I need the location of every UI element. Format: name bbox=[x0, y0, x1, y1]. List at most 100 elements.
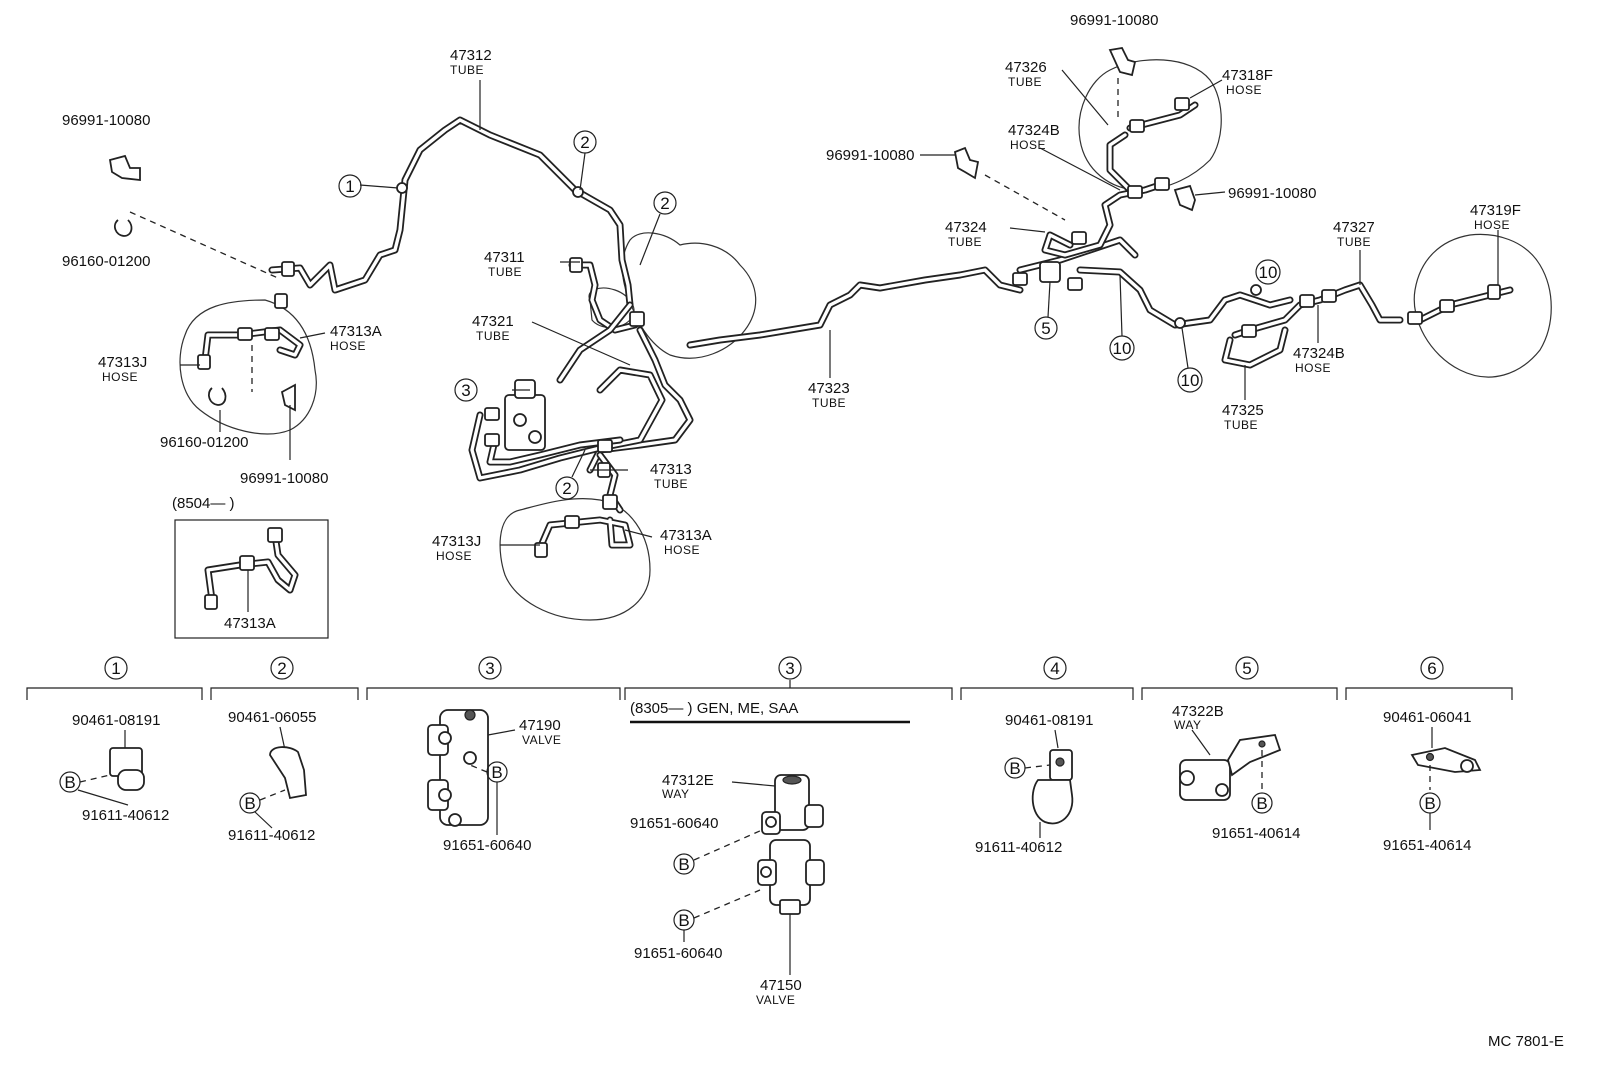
detail-4-top: 90461-08191 bbox=[1005, 712, 1093, 729]
detail-3-bottom: 91651-60640 bbox=[443, 837, 531, 854]
detail-3b-valve: 47150 bbox=[760, 977, 802, 994]
label-47311: 47311 bbox=[484, 249, 525, 266]
detail-6-b: B bbox=[1424, 794, 1435, 813]
front-right-wheel-outline bbox=[499, 498, 651, 621]
label-47313a-mid-type: HOSE bbox=[664, 543, 700, 557]
detail-5-way-type: WAY bbox=[1174, 718, 1202, 732]
detail-3-num: 3 bbox=[485, 659, 494, 678]
label-96160-bottom: 96160-01200 bbox=[160, 434, 248, 451]
label-47319f: 47319F bbox=[1470, 202, 1521, 219]
label-47313j-mid: 47313J bbox=[432, 533, 481, 550]
label-47313j-left: 47313J bbox=[98, 354, 147, 371]
detail-3b-bolt2: 91651-60640 bbox=[634, 945, 722, 962]
detail-3b-way-type: WAY bbox=[662, 787, 690, 801]
label-47318f: 47318F bbox=[1222, 67, 1273, 84]
detail-3b-b2: B bbox=[678, 911, 689, 930]
detail-3b-way: 47312E bbox=[662, 772, 714, 789]
label-96991-top-right: 96991-10080 bbox=[1070, 12, 1158, 29]
inset-range: (8504— ) bbox=[172, 495, 235, 512]
callout-10a: 10 bbox=[1113, 339, 1132, 358]
detail-3-valve: 47190 bbox=[519, 717, 561, 734]
inset-part-label: 47313A bbox=[224, 615, 276, 632]
detail-3b-range: (8305— ) GEN, ME, SAA bbox=[630, 700, 798, 717]
label-47325-type: TUBE bbox=[1224, 418, 1258, 432]
detail-4-bottom: 91611-40612 bbox=[975, 839, 1062, 856]
label-96991-top-left: 96991-10080 bbox=[62, 112, 150, 129]
detail-3b-valve-type: VALVE bbox=[756, 993, 795, 1007]
label-47325: 47325 bbox=[1222, 402, 1264, 419]
label-47313: 47313 bbox=[650, 461, 692, 478]
detail-3b-num: 3 bbox=[785, 659, 794, 678]
label-47324b-top-type: HOSE bbox=[1010, 138, 1046, 152]
detail-1-top: 90461-08191 bbox=[72, 712, 160, 729]
detail-5-bottom: 91651-40614 bbox=[1212, 825, 1300, 842]
label-47323: 47323 bbox=[808, 380, 850, 397]
figure-code: MC 7801-E bbox=[1488, 1033, 1564, 1050]
detail-3-valve-type: VALVE bbox=[522, 733, 561, 747]
tube-network bbox=[201, 101, 1514, 552]
label-47324b-top: 47324B bbox=[1008, 122, 1060, 139]
label-47313j-left-type: HOSE bbox=[102, 370, 138, 384]
detail-2-b: B bbox=[244, 794, 255, 813]
detail-3b-bolt1: 91651-60640 bbox=[630, 815, 718, 832]
dashed-leaders bbox=[129, 78, 1119, 392]
label-96991-mid-left: 96991-10080 bbox=[826, 147, 914, 164]
callout-2c: 2 bbox=[562, 479, 571, 498]
detail-brackets bbox=[26, 687, 1513, 700]
label-47326-type: TUBE bbox=[1008, 75, 1042, 89]
detail-3-b: B bbox=[491, 763, 502, 782]
detail-1-bottom: 91611-40612 bbox=[82, 807, 169, 824]
front-left-wheel-outline bbox=[179, 299, 317, 435]
detail-4-b: B bbox=[1009, 759, 1020, 778]
callout-3: 3 bbox=[461, 381, 470, 400]
callout-2a: 2 bbox=[580, 133, 589, 152]
label-96991-left-bottom: 96991-10080 bbox=[240, 470, 328, 487]
label-47313-type: TUBE bbox=[654, 477, 688, 491]
label-47326: 47326 bbox=[1005, 59, 1047, 76]
detail-3b: 3 (8305— ) GEN, ME, SAA 47312E WAY 91651… bbox=[630, 656, 910, 1007]
label-47327: 47327 bbox=[1333, 219, 1375, 236]
label-47311-type: TUBE bbox=[488, 265, 522, 279]
label-47312: 47312 bbox=[450, 47, 492, 64]
label-47324-type: TUBE bbox=[948, 235, 982, 249]
label-47313j-mid-type: HOSE bbox=[436, 549, 472, 563]
detail-6-top: 90461-06041 bbox=[1383, 709, 1471, 726]
detail-5-way: 47322B bbox=[1172, 703, 1224, 720]
label-47324b-bottom: 47324B bbox=[1293, 345, 1345, 362]
part-labels: 96991-10080 96160-01200 47312 TUBE 47313… bbox=[62, 12, 1521, 563]
detail-5-num: 5 bbox=[1242, 659, 1251, 678]
detail-1-b: B bbox=[64, 773, 75, 792]
detail-3: 3 47190 VALVE B 91651-60640 bbox=[427, 656, 561, 854]
label-47321: 47321 bbox=[472, 313, 514, 330]
proportioning-valve-assembly bbox=[484, 379, 546, 451]
label-47324b-bottom-type: HOSE bbox=[1295, 361, 1331, 375]
detail-2: 2 90461-06055 B 91611-40612 bbox=[228, 656, 316, 844]
detail-6: 6 90461-06041 B 91651-40614 bbox=[1383, 656, 1482, 854]
label-47319f-type: HOSE bbox=[1474, 218, 1510, 232]
detail-3b-b1: B bbox=[678, 855, 689, 874]
label-47321-type: TUBE bbox=[476, 329, 510, 343]
clip-icons bbox=[108, 47, 1196, 412]
callout-10c: 10 bbox=[1259, 263, 1278, 282]
label-96991-mid-right: 96991-10080 bbox=[1228, 185, 1316, 202]
detail-1-num: 1 bbox=[111, 659, 120, 678]
label-47323-type: TUBE bbox=[812, 396, 846, 410]
detail-5: 5 47322B WAY B 91651-40614 bbox=[1172, 656, 1300, 842]
detail-2-num: 2 bbox=[277, 659, 286, 678]
inset-8504: (8504— ) 47313A bbox=[172, 495, 329, 639]
callout-5: 5 bbox=[1041, 319, 1050, 338]
callout-1: 1 bbox=[345, 177, 354, 196]
label-47318f-type: HOSE bbox=[1226, 83, 1262, 97]
detail-5-b: B bbox=[1256, 794, 1267, 813]
detail-4-num: 4 bbox=[1050, 659, 1059, 678]
label-47324: 47324 bbox=[945, 219, 987, 236]
detail-2-bottom: 91611-40612 bbox=[228, 827, 315, 844]
detail-2-top: 90461-06055 bbox=[228, 709, 316, 726]
rear-left-wheel-outline bbox=[1078, 59, 1222, 191]
label-47313a-left-type: HOSE bbox=[330, 339, 366, 353]
callout-10b: 10 bbox=[1181, 371, 1200, 390]
label-47313a-mid: 47313A bbox=[660, 527, 712, 544]
detail-4: 4 90461-08191 B 91611-40612 bbox=[975, 656, 1093, 856]
detail-1: 1 90461-08191 B 91611-40612 bbox=[59, 656, 169, 824]
